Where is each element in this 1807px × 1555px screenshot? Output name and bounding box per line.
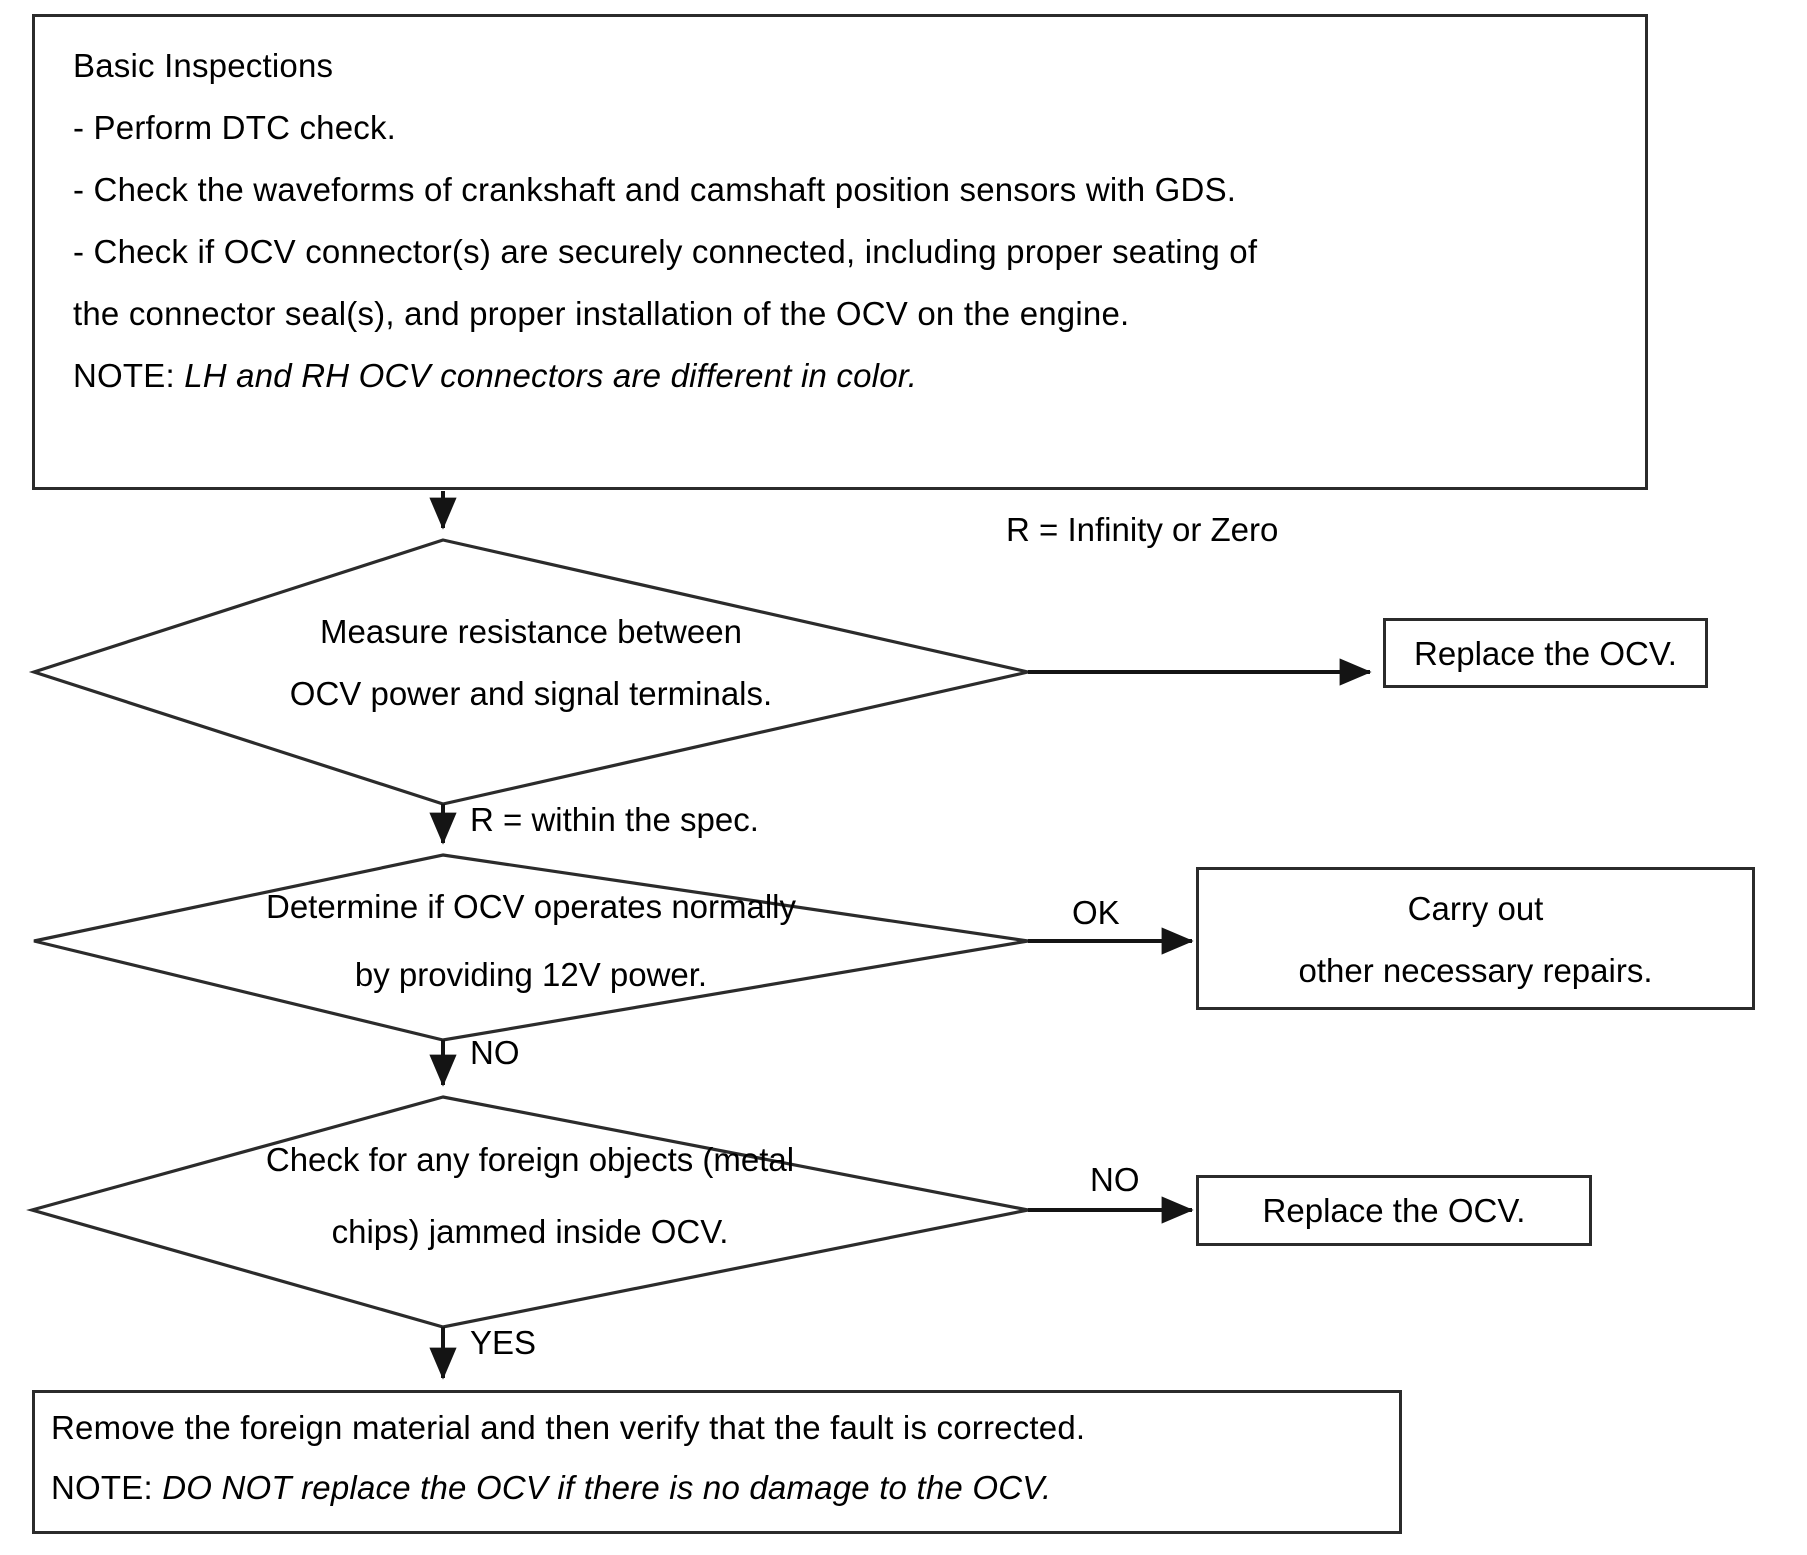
decision1-line2: OCV power and signal terminals. [289,675,773,712]
decision2-line2: by providing 12V power. [354,956,708,993]
basic-inspections-note-label: NOTE: [73,357,175,394]
basic-inspections-line1: - Perform DTC check. [73,109,397,146]
decision3-line2: chips) jammed inside OCV. [331,1213,729,1250]
basic-inspections-note: NOTE: LH and RH OCV connectors are diffe… [73,345,917,407]
decision2-branch-right-label: OK [1072,894,1120,931]
bottom-box-note-label: NOTE: [51,1469,153,1506]
bottom-box-note-text: DO NOT replace the OCV if there is no da… [162,1469,1052,1506]
result2-line1: Carry out [1407,890,1544,927]
result3-box: Replace the OCV. [1196,1175,1592,1246]
decision2-branch-down-label: NO [470,1034,520,1071]
basic-inspections-line4: the connector seal(s), and proper instal… [73,295,1130,332]
result3-text: Replace the OCV. [1262,1192,1526,1229]
decision2-line1: Determine if OCV operates normally [265,888,797,925]
decision3-line1: Check for any foreign objects (metal [265,1141,795,1178]
decision1-branch-right-label: R = Infinity or Zero [1006,511,1279,548]
basic-inspections-line2: - Check the waveforms of crankshaft and … [73,171,1237,208]
decision1-diamond [28,538,1029,806]
bottom-box-line1: Remove the foreign material and then ver… [51,1409,1086,1446]
bottom-action-box: Remove the foreign material and then ver… [32,1390,1402,1534]
decision2-diamond [33,853,1029,1042]
decision3-branch-down-label: YES [470,1324,537,1361]
decision1-line1: Measure resistance between [320,613,742,650]
result2-box: Carry out other necessary repairs. [1196,867,1755,1010]
bottom-box-note: NOTE: DO NOT replace the OCV if there is… [51,1459,1051,1517]
basic-inspections-box: Basic Inspections - Perform DTC check. -… [32,14,1648,490]
result2-line2: other necessary repairs. [1298,952,1653,989]
result1-box: Replace the OCV. [1383,618,1708,688]
basic-inspections-line3: - Check if OCV connector(s) are securely… [73,233,1258,270]
basic-inspections-heading: Basic Inspections [73,47,334,84]
basic-inspections-note-text: LH and RH OCV connectors are different i… [184,357,918,394]
decision1-branch-down-label: R = within the spec. [470,801,759,838]
decision3-branch-right-label: NO [1090,1161,1140,1198]
result1-text: Replace the OCV. [1414,635,1677,672]
